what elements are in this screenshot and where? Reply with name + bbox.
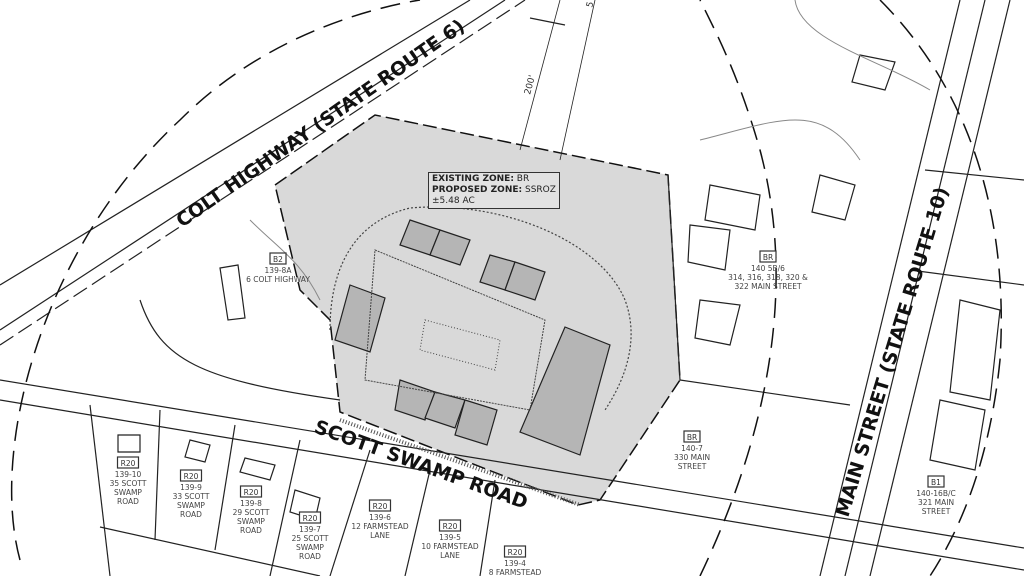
zone-badge [438, 519, 462, 532]
zone-badge [239, 485, 263, 498]
zone-badge [759, 250, 777, 263]
parcel-address: 6 COLT HIGHWAY [246, 275, 310, 284]
parcel-address: 35 SCOTT [110, 479, 147, 488]
driveways [249, 0, 931, 301]
parcel-address: STREET [922, 507, 951, 516]
zone-code: BR [763, 253, 773, 262]
parcel-id: 139-7 [299, 525, 321, 534]
parcel-address: STREET [678, 462, 707, 471]
colt-highway-road [0, 0, 526, 401]
existing-zone-value: BR [516, 174, 530, 184]
zone-code: BR [687, 433, 697, 442]
parcel-address: 29 SCOTT [233, 508, 270, 517]
parcel-address: ROAD [299, 552, 321, 561]
parcel-address: LANE [440, 551, 460, 560]
parcel-address: SWAMP [114, 488, 142, 497]
parcel-address: 25 SCOTT [292, 534, 329, 543]
zone-code: R20 [303, 514, 318, 523]
parcel-address: 321 MAIN [918, 498, 954, 507]
parcel-address: 10 FARMSTEAD [421, 542, 479, 551]
parcel-address: 8 FARMSTEAD [489, 568, 542, 576]
parcel-id: 139-9 [180, 483, 202, 492]
parcel-label: B2 139-8A6 COLT HIGHWAY [246, 252, 310, 284]
parcel-address: 322 MAIN STREET [734, 282, 802, 291]
main-street-road [819, 0, 1011, 576]
parcel-id: 139-5 [439, 533, 461, 542]
parcel-address: LANE [370, 531, 390, 540]
parcel-id: 139-8 [240, 499, 262, 508]
parcel-label: R20 139-48 FARMSTEAD [489, 545, 542, 576]
zone-boundaries [10, 0, 1003, 576]
parcel-address: ROAD [180, 510, 202, 519]
parcel-address: ROAD [117, 497, 139, 506]
parcel-id: 140-16B/C [916, 489, 955, 498]
parcel-address: SWAMP [237, 517, 265, 526]
proposed-zone-label: PROPOSED ZONE: [432, 185, 523, 195]
parcel-id: 139-10 [115, 470, 142, 479]
proposed-buildings [334, 219, 611, 456]
zone-code: R20 [443, 522, 458, 531]
main-street-label: MAIN STREET (STATE ROUTE 10) [832, 185, 953, 520]
zone-badge [298, 511, 322, 524]
proposed-zone-value: SSROZ [525, 185, 556, 195]
neighbor-buildings [117, 54, 1001, 521]
zone-badge [179, 469, 203, 482]
zone-badge [683, 430, 701, 443]
parcel-lines [89, 0, 1024, 576]
zone-code: R20 [121, 459, 136, 468]
parcel-id: 140 5B/6 [751, 264, 785, 273]
zone-code: B2 [273, 255, 283, 264]
site-area: ±5.48 AC [432, 196, 475, 206]
parcel-address: 330 MAIN [674, 453, 710, 462]
zone-code: R20 [373, 502, 388, 511]
zone-code: R20 [184, 472, 199, 481]
dimension-label-cut: 5 [585, 1, 596, 9]
parcel-address: 12 FARMSTEAD [351, 522, 409, 531]
parcel-address: 314, 316, 318, 320 & [728, 273, 808, 282]
parcel-id: 140-7 [681, 444, 703, 453]
parcel-address: 33 SCOTT [173, 492, 210, 501]
parcel-address: ROAD [240, 526, 262, 535]
parking-lot [364, 249, 546, 411]
parcel-address: SWAMP [177, 501, 205, 510]
dimension-label: 200' [523, 74, 538, 96]
tree-line [329, 206, 632, 411]
parcel-id: 139-6 [369, 513, 391, 522]
zone-code: R20 [508, 548, 523, 557]
zone-badge [927, 475, 945, 488]
zone-code: R20 [244, 488, 259, 497]
zone-badge [503, 545, 527, 558]
existing-zone-label: EXISTING ZONE: [432, 174, 514, 184]
zone-callout: EXISTING ZONE: BR PROPOSED ZONE: SSROZ ±… [428, 172, 560, 209]
zone-code: B1 [931, 478, 941, 487]
zone-badge [269, 252, 287, 265]
parcel-id: 139-4 [504, 559, 526, 568]
zone-badge [368, 499, 392, 512]
zone-badge [116, 456, 140, 469]
parcel-address: SWAMP [296, 543, 324, 552]
parcel-id: 139-8A [265, 266, 293, 275]
